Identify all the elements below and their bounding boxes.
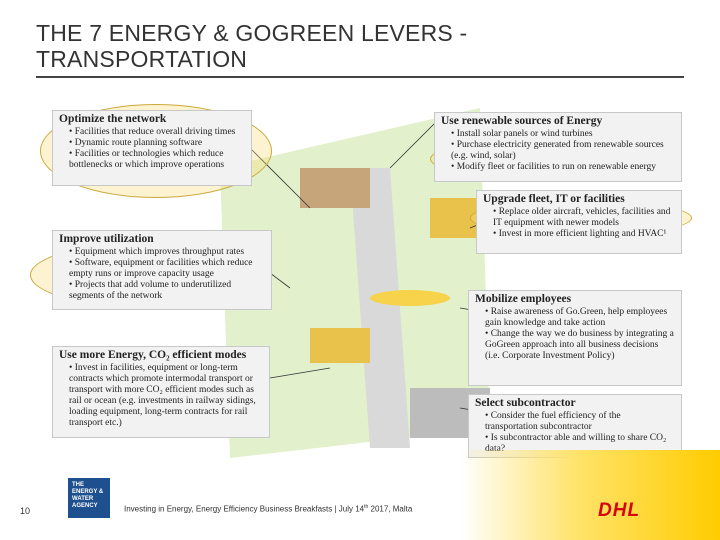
warehouse-building-2 [310, 328, 370, 363]
lever-bullet: • Invest in facilities, equipment or lon… [69, 363, 256, 428]
footer-yellow-band [460, 450, 720, 540]
lever-bullet: • Equipment which improves throughput ra… [69, 247, 245, 257]
title-underline [36, 76, 684, 78]
lever-heading: Mobilize employees [475, 293, 572, 305]
lever-improve-utilization: Improve utilization • Equipment which im… [52, 230, 272, 310]
footer-text: Investing in Energy, Energy Efficiency B… [124, 504, 412, 514]
lever-heading: Optimize the network [59, 113, 167, 125]
lever-heading: Use more Energy, CO₂ efficient modes [59, 349, 247, 361]
lever-bullet: • Modify fleet or facilities to run on r… [451, 162, 656, 172]
lever-heading: Improve utilization [59, 233, 154, 245]
road-path [350, 168, 410, 448]
airplane-shape [370, 290, 450, 306]
page-number: 10 [20, 506, 31, 516]
lever-mobilize-employees: Mobilize employees • Raise awareness of … [468, 290, 682, 386]
lever-bullet: • Projects that add volume to underutili… [69, 280, 232, 301]
lever-upgrade-fleet: Upgrade fleet, IT or facilities • Replac… [476, 190, 682, 254]
energy-water-agency-logo: THE ENERGY & WATER AGENCY [68, 478, 110, 518]
lever-bullet: • Dynamic route planning software [69, 138, 203, 148]
footer-text-tail: 2017, Malta [368, 504, 413, 514]
lever-bullet: • Purchase electricity generated from re… [451, 140, 664, 161]
lever-bullet: • Facilities or technologies which reduc… [69, 149, 225, 170]
footer-text-main: Investing in Energy, Energy Efficiency B… [124, 504, 365, 514]
footer-text-sup: th [364, 504, 369, 510]
lever-bullet: • Replace older aircraft, vehicles, faci… [493, 207, 671, 228]
slide-title-line-2: TRANSPORTATION [36, 46, 248, 72]
lever-renewable-energy: Use renewable sources of Energy • Instal… [434, 112, 682, 182]
slide-title-line-1: THE 7 ENERGY & GOGREEN LEVERS - [36, 20, 468, 46]
lever-bullet: • Facilities that reduce overall driving… [69, 127, 236, 137]
lever-bullet: • Is subcontractor able and willing to s… [485, 433, 667, 454]
slide-title: THE 7 ENERGY & GOGREEN LEVERS - TRANSPOR… [36, 20, 684, 72]
pointer-line-2 [389, 117, 441, 169]
lever-heading: Upgrade fleet, IT or facilities [483, 193, 625, 205]
lever-select-subcontractor: Select subcontractor • Consider the fuel… [468, 394, 682, 458]
warehouse-building-1 [300, 168, 370, 208]
lever-bullet: • Invest in more efficient lighting and … [493, 229, 667, 239]
lever-bullet: • Consider the fuel efficiency of the tr… [485, 411, 621, 432]
pointer-line-6 [269, 367, 331, 379]
lever-efficient-modes: Use more Energy, CO₂ efficient modes • I… [52, 346, 270, 438]
lever-heading: Select subcontractor [475, 397, 576, 409]
levers-diagram: Optimize the network • Facilities that r… [30, 104, 692, 458]
lever-optimize-network: Optimize the network • Facilities that r… [52, 110, 252, 186]
lever-heading: Use renewable sources of Energy [441, 115, 603, 127]
lever-bullet: • Install solar panels or wind turbines [451, 129, 593, 139]
lever-bullet: • Software, equipment or facilities whic… [69, 258, 253, 279]
lever-bullet: • Change the way we do business by integ… [485, 329, 674, 361]
dhl-logo: DHL [598, 500, 641, 521]
green-ground-plane [220, 108, 490, 458]
lever-bullet: • Raise awareness of Go.Green, help empl… [485, 307, 668, 328]
logistics-illustration [220, 108, 521, 458]
